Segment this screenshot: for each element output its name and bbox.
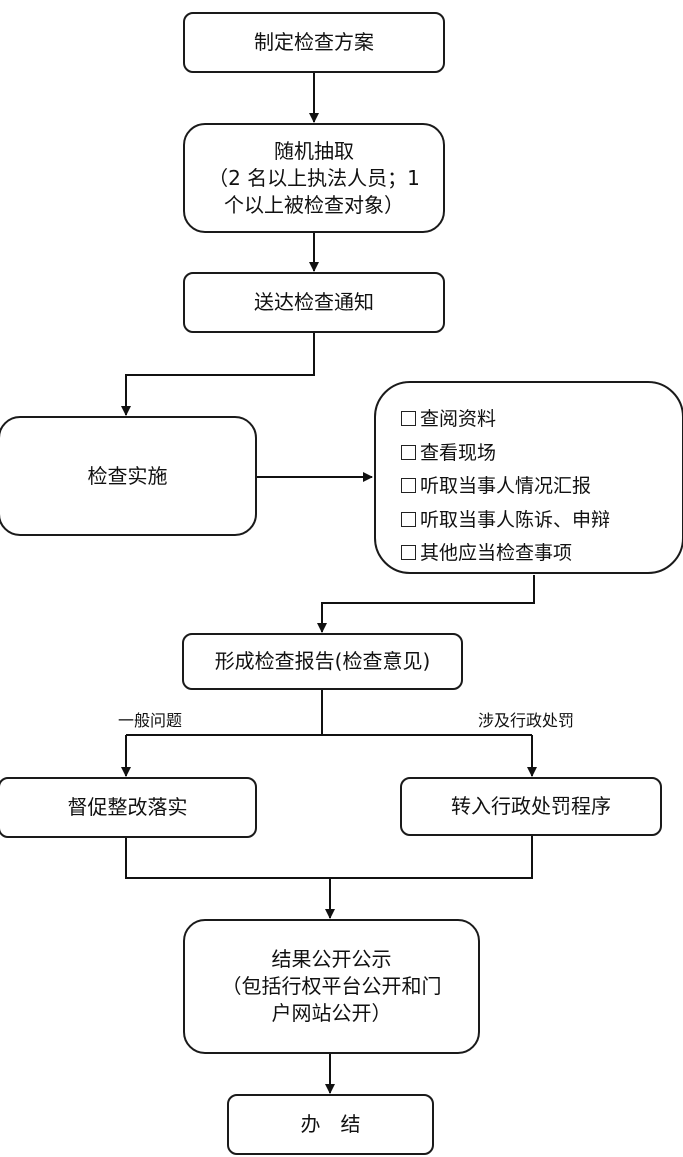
step-random: 随机抽取 （2 名以上执法人员；1 个以上被检查对象）	[183, 123, 445, 233]
step-random-detail-2: 个以上被检查对象）	[224, 192, 404, 217]
step-implement: 检查实施	[0, 416, 257, 536]
check-item: 其他应当检查事项	[401, 537, 682, 571]
step-notify-label: 送达检查通知	[254, 290, 374, 314]
step-publish-detail-1: （包括行权平台公开和门	[221, 974, 442, 998]
step-publish-title: 结果公开公示	[271, 947, 392, 971]
check-item: 查阅资料	[401, 403, 682, 437]
checkbox-icon	[401, 411, 416, 426]
checkbox-icon	[401, 545, 416, 560]
checkbox-icon	[401, 444, 416, 460]
check-item-label: 查阅资料	[420, 408, 497, 430]
step-done: 办 结	[227, 1094, 434, 1155]
step-penalty: 转入行政处罚程序	[400, 777, 662, 836]
check-items-box: 查阅资料 查看现场 听取当事人情况汇报 听取当事人陈诉、申辩 其他应当检查事项	[374, 381, 683, 574]
step-publish: 结果公开公示 （包括行权平台公开和门 户网站公开）	[183, 919, 480, 1054]
step-report: 形成检查报告(检查意见)	[182, 633, 463, 690]
check-item-label: 听取当事人情况汇报	[420, 475, 592, 497]
step-rectify: 督促整改落实	[0, 777, 257, 838]
arrow-items-to-report	[317, 575, 535, 633]
step-random-title: 随机抽取	[274, 138, 354, 163]
check-item-label: 查看现场	[420, 441, 497, 464]
branch-label-penalty: 涉及行政处罚	[478, 711, 575, 730]
step-random-detail-1: （2 名以上执法人员；1	[208, 165, 420, 190]
step-plan-label: 制定检查方案	[254, 30, 374, 54]
step-penalty-label: 转入行政处罚程序	[451, 794, 611, 818]
step-plan: 制定检查方案	[183, 12, 445, 73]
step-publish-detail-2: 户网站公开）	[271, 1001, 392, 1025]
check-item: 听取当事人陈诉、申辩	[401, 504, 682, 538]
step-notify: 送达检查通知	[183, 272, 445, 333]
merge-branches	[125, 836, 533, 879]
step-report-label: 形成检查报告(检查意见)	[214, 649, 431, 673]
check-item: 查看现场	[401, 437, 682, 471]
branch-label-general: 一般问题	[118, 711, 183, 730]
check-item: 听取当事人情况汇报	[401, 470, 682, 504]
checkbox-icon	[401, 511, 416, 527]
check-item-label: 其他应当检查事项	[420, 542, 573, 564]
check-item-label: 听取当事人陈诉、申辩	[420, 508, 611, 531]
step-done-label: 办 结	[300, 1112, 361, 1136]
step-implement-label: 检查实施	[87, 463, 168, 488]
checkbox-icon	[401, 478, 416, 493]
step-rectify-label: 督促整改落实	[67, 795, 188, 819]
arrow-notify-to-implement	[121, 333, 315, 416]
